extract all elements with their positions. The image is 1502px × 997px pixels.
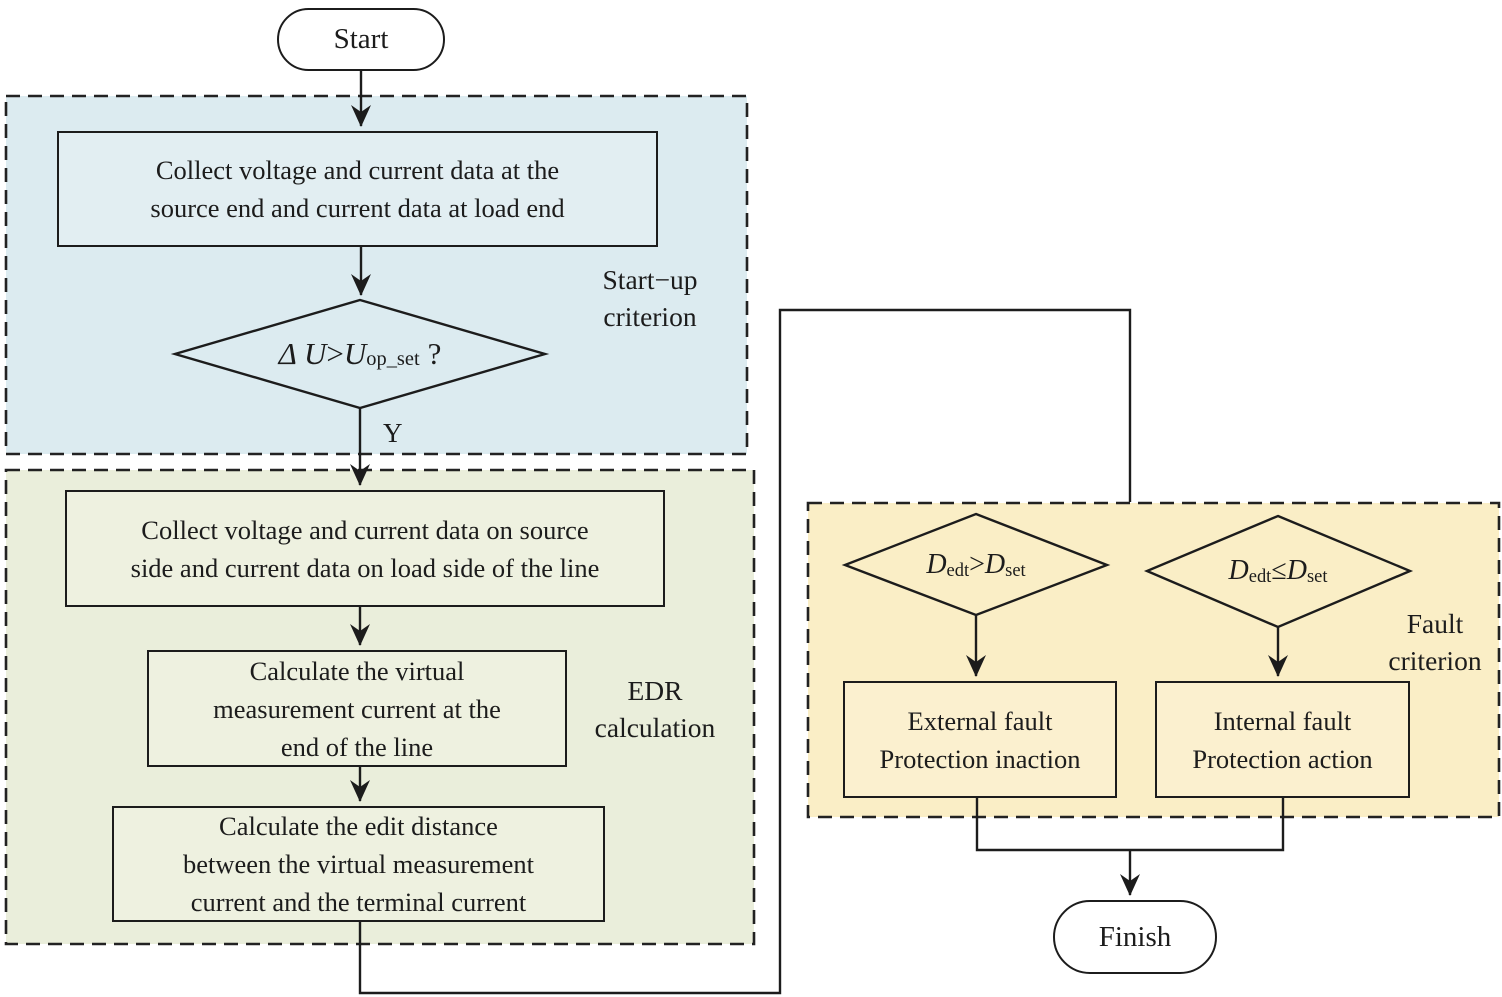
finish-node: Finish: [1053, 900, 1217, 974]
d-set-term: D: [984, 549, 1006, 580]
yes-branch-label: Y: [383, 418, 403, 448]
d-edt-term: D: [1228, 555, 1249, 586]
gt-operator: >: [969, 549, 985, 580]
internal-fault-decision-diamond: [1143, 514, 1414, 629]
u-setpoint-term: U: [343, 336, 367, 371]
startup-decision-diamond: [170, 298, 550, 410]
collect-source-end-box: Collect voltage and current data at the …: [57, 131, 658, 247]
question-mark: ?: [427, 336, 442, 371]
edit-distance-box: Calculate the edit distance between the …: [112, 806, 605, 922]
fault-region-label: Fault criterion: [1388, 608, 1482, 676]
virtual-current-box: Calculate the virtual measurement curren…: [147, 650, 567, 767]
delta-u-term: Δ U: [278, 336, 327, 371]
finish-node-label: Finish: [1098, 920, 1172, 953]
edr-region-label: EDR calculation: [594, 675, 716, 743]
d-edt-term: D: [926, 549, 947, 580]
internal-fault-box: Internal fault Protection action: [1155, 681, 1410, 798]
external-fault-decision-diamond: [841, 512, 1111, 617]
collect-line-sides-box: Collect voltage and current data on sour…: [65, 490, 665, 607]
external-fault-box: External fault Protection inaction: [843, 681, 1117, 798]
gt-operator: >: [326, 336, 344, 371]
lte-operator: ≤: [1271, 555, 1287, 586]
d-set-term: D: [1286, 555, 1307, 586]
connector-edr-to-fault-region: [358, 308, 1132, 995]
startup-region-label: Start−up criterion: [602, 264, 698, 332]
start-node-label: Start: [333, 23, 389, 55]
start-node: Start: [277, 8, 445, 71]
